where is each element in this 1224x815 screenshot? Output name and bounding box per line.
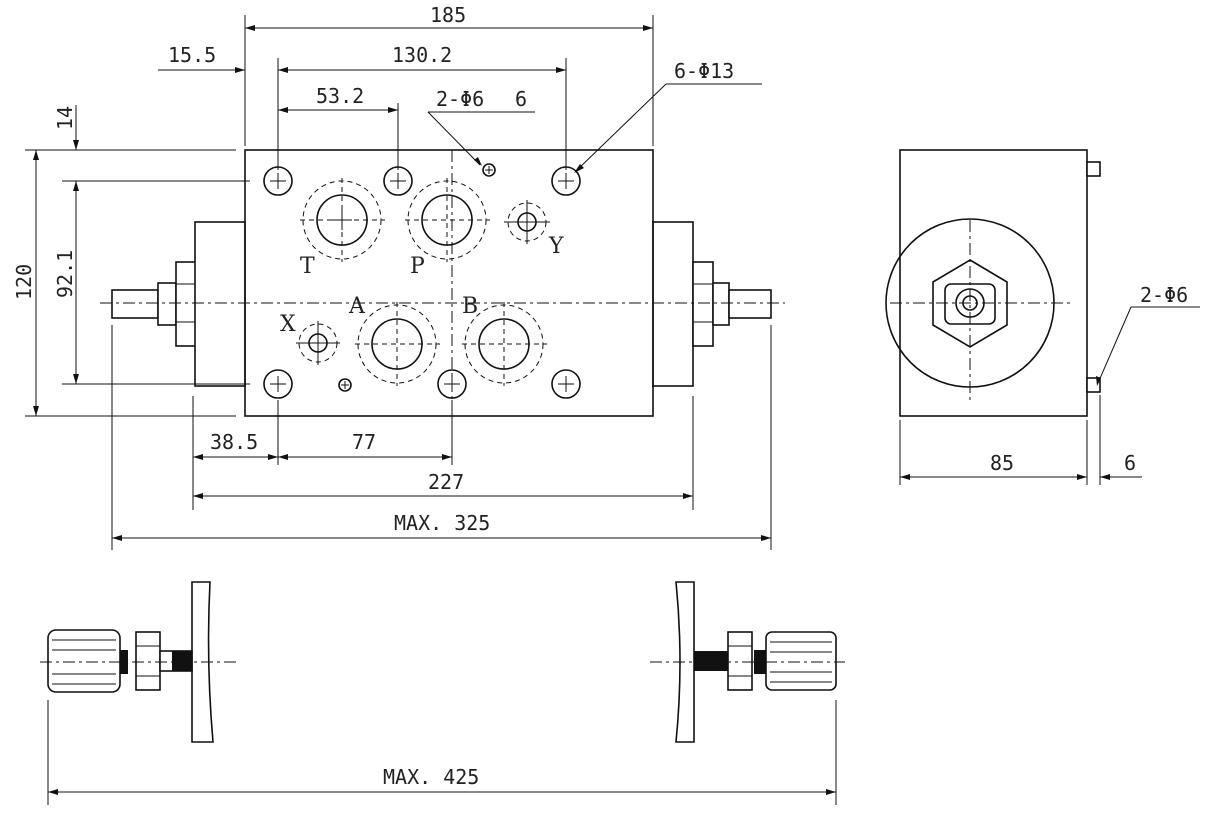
dim-overall-width: 185: [430, 3, 466, 27]
dim-offset-left: 15.5: [168, 43, 216, 67]
right-flange: [675, 581, 695, 743]
port-label-t: T: [300, 254, 315, 279]
front-dimensions: 185 15.5 130.2 53.2 2-Φ6 6 6-Φ13: [12, 3, 772, 550]
port-y: [504, 200, 550, 244]
port-label-p: P: [410, 254, 425, 279]
side-dimensions: 85 6 2-Φ6: [899, 283, 1200, 485]
valve-body: [244, 149, 654, 417]
dim-max-length: MAX. 325: [394, 511, 490, 535]
port-label-b: B: [462, 294, 478, 319]
mount-hole: [263, 369, 293, 399]
left-lock-nut: [135, 631, 161, 691]
port-p: [405, 178, 490, 262]
right-nut-inner: [712, 282, 730, 326]
port-label-y: Y: [548, 234, 564, 259]
handwheel-view: [40, 581, 845, 743]
dim-hole-offset: 53.2: [316, 84, 364, 108]
mount-hole: [551, 369, 581, 399]
side-body: [899, 149, 1088, 417]
side-pin-top: [1086, 161, 1101, 177]
left-actuator-housing: [194, 221, 246, 387]
pin-hole: [482, 163, 496, 177]
left-flange: [191, 581, 214, 743]
dim-side-pin-depth: 6: [1124, 451, 1136, 475]
dim-hole-height: 92.1: [53, 250, 77, 298]
dim-height: 120: [12, 264, 36, 300]
right-actuator-housing: [652, 221, 694, 387]
dim-pin-holes: 2-Φ6: [436, 87, 484, 111]
left-knob: [47, 629, 121, 693]
port-a: [355, 302, 440, 386]
side-view: [885, 149, 1101, 417]
left-nut: [175, 261, 197, 347]
right-knob: [765, 631, 837, 691]
mount-hole: [263, 166, 293, 196]
port-b: [462, 302, 547, 386]
dim-mount-holes: 6-Φ13: [674, 59, 734, 83]
dim-max-handwheel: MAX. 425: [383, 765, 479, 789]
port-x: [296, 321, 340, 365]
right-lock-nut: [727, 631, 753, 691]
dim-pin-depth: 6: [515, 87, 527, 111]
dim-side-width: 85: [990, 451, 1014, 475]
dim-hole-span: 130.2: [392, 43, 452, 67]
front-view: T P Y X A B: [100, 149, 785, 420]
mount-hole: [437, 369, 467, 399]
port-label-x: X: [280, 312, 296, 337]
right-shaft: [728, 289, 772, 319]
left-nut-inner: [157, 282, 177, 326]
dim-top-offset: 14: [53, 106, 77, 130]
port-label-a: A: [348, 294, 366, 319]
left-shaft: [111, 289, 159, 319]
port-t: [300, 178, 385, 262]
handwheel-dimensions: MAX. 425: [47, 700, 837, 805]
mount-hole: [383, 166, 413, 196]
right-nut: [692, 261, 714, 347]
dim-side-pin-holes: 2-Φ6: [1140, 283, 1188, 307]
pin-hole: [338, 378, 352, 392]
dim-dist-b: 77: [352, 430, 376, 454]
dim-body-length: 227: [428, 470, 464, 494]
dim-dist-a: 38.5: [210, 430, 258, 454]
